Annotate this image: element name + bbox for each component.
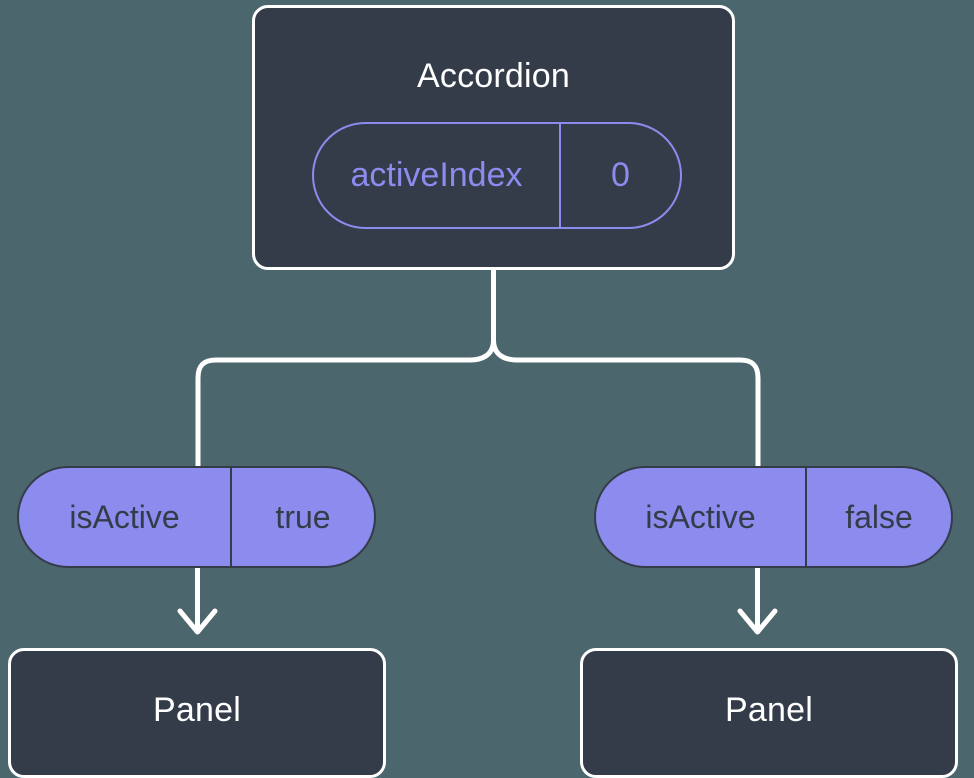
- prop-pill-is-active-true[interactable]: isActive true: [17, 466, 376, 568]
- panel-node-left[interactable]: Panel: [8, 648, 386, 778]
- panel-node-left-label: Panel: [153, 691, 241, 729]
- fork-left-connector: [195, 339, 496, 466]
- prop-pill-key: isActive: [19, 468, 232, 566]
- fork-right-connector: [491, 339, 761, 466]
- right-arrow-head: [737, 608, 778, 635]
- panel-node-right[interactable]: Panel: [580, 648, 958, 778]
- state-pill-key: activeIndex: [314, 124, 561, 227]
- prop-pill-is-active-false[interactable]: isActive false: [594, 466, 953, 568]
- state-pill-value: 0: [611, 156, 630, 194]
- left-arrow-head: [177, 608, 218, 635]
- prop-pill-key: isActive: [596, 468, 807, 566]
- accordion-node-label: Accordion: [417, 57, 570, 95]
- prop-pill-value: false: [845, 498, 913, 535]
- state-pill-active-index[interactable]: activeIndex 0: [312, 122, 682, 229]
- panel-node-right-label: Panel: [725, 691, 813, 729]
- accordion-node[interactable]: Accordion activeIndex 0: [252, 5, 735, 270]
- prop-pill-value: true: [275, 498, 331, 535]
